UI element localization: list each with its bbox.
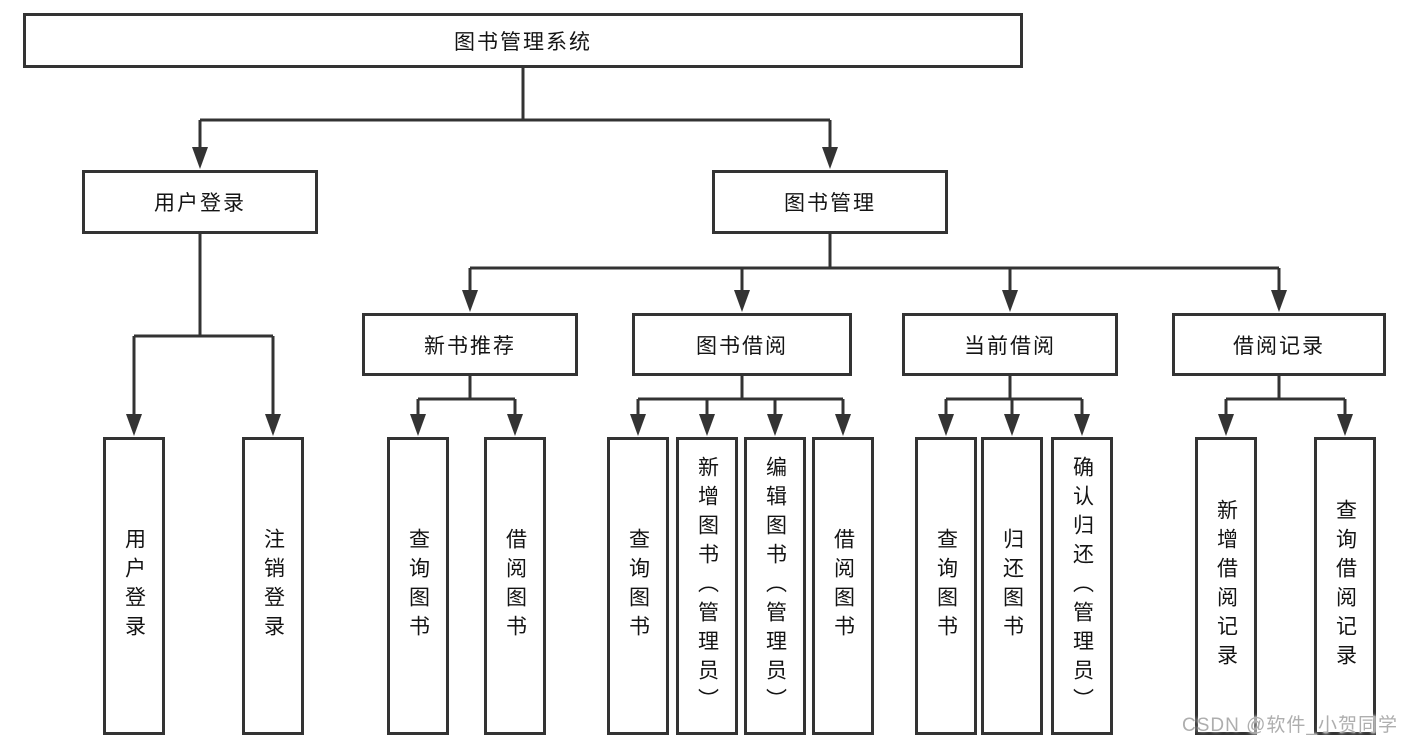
node-borrow-records: 借阅记录 [1172, 313, 1386, 376]
leaf-nbr-borrow-books: 借阅图书 [484, 437, 546, 735]
leaf-logout-label: 注销登录 [261, 528, 285, 644]
csdn-watermark: CSDN @软件_小贺同学 [1182, 715, 1398, 736]
leaf-bb-edit-books-admin-label: 编辑图书（管理员） [763, 455, 787, 717]
node-root-label: 图书管理系统 [454, 30, 592, 54]
node-borrow-records-label: 借阅记录 [1233, 334, 1325, 358]
leaf-cb-confirm-return-admin: 确认归还（管理员） [1051, 437, 1113, 735]
node-new-book-recommend: 新书推荐 [362, 313, 578, 376]
leaf-cb-query-books: 查询图书 [915, 437, 977, 735]
leaf-br-add-record-label: 新增借阅记录 [1214, 499, 1238, 673]
leaf-nbr-query-books-label: 查询图书 [406, 528, 430, 644]
leaf-user-login: 用户登录 [103, 437, 165, 735]
leaf-nbr-query-books: 查询图书 [387, 437, 449, 735]
leaf-bb-edit-books-admin: 编辑图书（管理员） [744, 437, 806, 735]
node-root: 图书管理系统 [23, 13, 1023, 68]
node-current-borrow-label: 当前借阅 [964, 334, 1056, 358]
leaf-bb-query-books-label: 查询图书 [626, 528, 650, 644]
leaf-bb-borrow-books-label: 借阅图书 [831, 528, 855, 644]
node-book-borrow: 图书借阅 [632, 313, 852, 376]
leaf-cb-query-books-label: 查询图书 [934, 528, 958, 644]
leaf-bb-query-books: 查询图书 [607, 437, 669, 735]
leaf-br-add-record: 新增借阅记录 [1195, 437, 1257, 735]
node-book-management: 图书管理 [712, 170, 948, 234]
leaf-cb-confirm-return-admin-label: 确认归还（管理员） [1070, 455, 1094, 717]
leaf-bb-borrow-books: 借阅图书 [812, 437, 874, 735]
leaf-nbr-borrow-books-label: 借阅图书 [503, 528, 527, 644]
node-user-login: 用户登录 [82, 170, 318, 234]
leaf-br-query-record-label: 查询借阅记录 [1333, 499, 1357, 673]
node-book-borrow-label: 图书借阅 [696, 334, 788, 358]
leaf-br-query-record: 查询借阅记录 [1314, 437, 1376, 735]
leaf-cb-return-books: 归还图书 [981, 437, 1043, 735]
node-new-book-recommend-label: 新书推荐 [424, 334, 516, 358]
leaf-user-login-label: 用户登录 [122, 528, 146, 644]
leaf-bb-add-books-admin-label: 新增图书（管理员） [695, 455, 719, 717]
leaf-cb-return-books-label: 归还图书 [1000, 528, 1024, 644]
leaf-logout: 注销登录 [242, 437, 304, 735]
node-current-borrow: 当前借阅 [902, 313, 1118, 376]
node-book-management-label: 图书管理 [784, 192, 876, 215]
leaf-bb-add-books-admin: 新增图书（管理员） [676, 437, 738, 735]
node-user-login-label: 用户登录 [154, 192, 246, 215]
